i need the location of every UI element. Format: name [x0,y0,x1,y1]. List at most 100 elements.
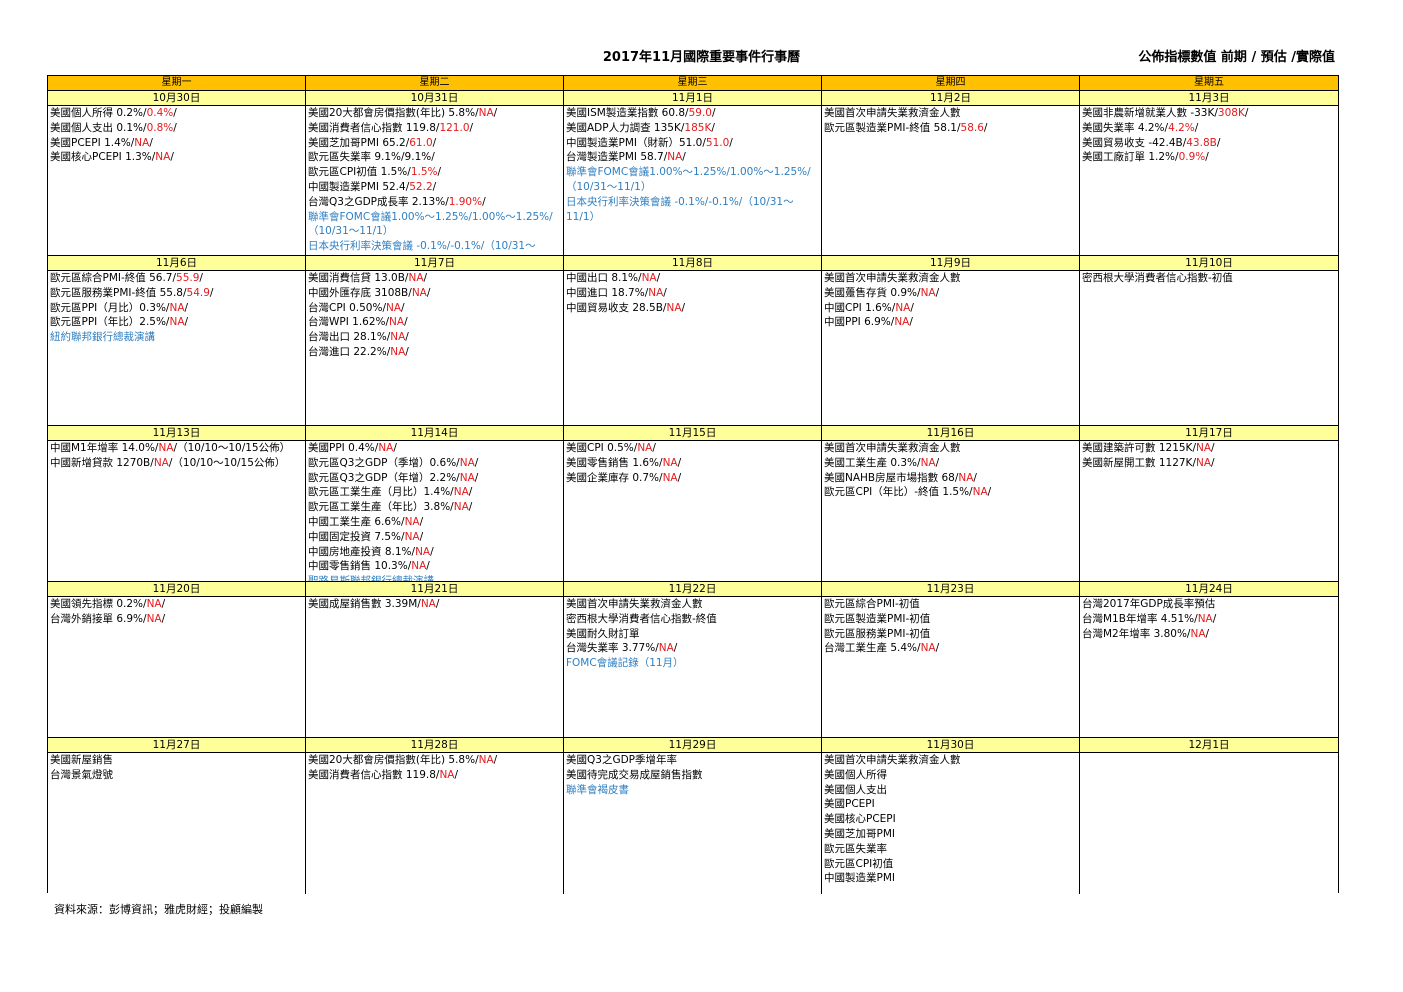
weekday-header: 星期五 [1080,76,1338,91]
indicator-text: / [404,316,408,329]
event-line: 歐元區服務業PMI-初值 [824,627,1078,642]
indicator-text: 美國領先指標 0.2%/ [50,598,147,610]
indicator-text: / [983,121,988,134]
event-line: 美國NAHB房屋市場指數 68/NA/ [824,471,1078,486]
indicator-text: 歐元區CPI（年比）-終值 1.5%/ [824,486,973,499]
indicator-text: 密西根大學消費者信心指數-初值 [1082,272,1233,284]
day-cell: 美國ISM製造業指數 60.8/59.0/美國ADP人力調查 135K/185K… [564,106,822,256]
indicator-text: 中國零售銷售 10.3%/ [308,560,412,573]
event-line: 台灣出口 28.1%/NA/ [308,330,562,345]
event-line: 美國CPI 0.5%/NA/ [566,441,820,456]
indicator-text: / [1244,107,1249,119]
event-text: 日本央行利率決策會議 -0.1%/-0.1%/（10/31～ [566,195,794,208]
indicator-text: / [173,107,177,119]
indicator-text: 中國M1年增率 14.0%/ [50,442,159,454]
event-line: 歐元區服務業PMI-終值 55.8/54.9/ [50,286,304,301]
event-text: 聖路易斯聯邦銀行總裁演講 [308,575,434,582]
date-header: 11月8日 [564,256,822,271]
date-header: 11月21日 [306,582,564,597]
indicator-text: 美國個人支出 0.1%/ [50,121,147,134]
indicator-text: 中國固定投資 7.5%/ [308,530,405,543]
indicator-text: 美國個人所得 [824,768,887,781]
actual-value: 0.8% [146,121,174,134]
indicator-text: / [419,515,424,528]
actual-value: 54.9 [186,286,210,299]
indicator-text: 歐元區失業率 9.1%/9.1%/ [308,151,435,164]
actual-value: NA [920,642,936,655]
indicator-text: / [170,151,174,164]
event-line: 台灣外銷接單 6.9%/NA/ [50,612,304,627]
event-line: 歐元區PPI（月比）0.3%/NA/ [50,301,304,316]
event-line: 台灣景氣燈號 [50,768,304,783]
actual-value: NA [453,486,469,499]
event-line: 中國製造業PMI（財新）51.0/51.0/ [566,136,820,151]
day-cell: 台灣2017年GDP成長率預估台灣M1B年增率 4.51%/NA/台灣M2年增率… [1080,597,1338,738]
day-cell: 美國新屋銷售台灣景氣燈號 [48,753,306,894]
indicator-text: 台灣工業生產 5.4%/ [824,642,921,655]
indicator-text: 美國20大都會房價指數(年比) 5.8%/ [308,754,479,766]
indicator-text: / [673,642,678,655]
indicator-text: 美國耐久財訂單 [566,627,640,640]
event-line: FOMC會議記錄（11月） [566,656,820,671]
indicator-text: / [468,501,473,514]
event-line: 中國工業生產 6.6%/NA/ [308,515,562,530]
event-line: 台灣失業率 3.77%/NA/ [566,641,820,656]
event-line: 台灣製造業PMI 58.7/NA/ [566,150,820,165]
event-line: 歐元區CPI初值 1.5%/1.5%/ [308,165,562,180]
indicator-text: 台灣進口 22.2%/ [308,345,391,358]
date-header: 11月2日 [822,91,1080,106]
indicator-text: / [910,301,914,314]
weekday-header: 星期二 [306,76,564,91]
indicator-text: / [681,301,686,314]
event-line: 美國失業率 4.2%/4.2%/ [1082,121,1337,136]
actual-value: NA [972,486,988,499]
day-cell: 中國出口 8.1%/NA/中國進口 18.7%/NA/中國貿易收支 28.5B/… [564,271,822,426]
indicator-text: 中國貿易收支 28.5B/ [566,301,667,314]
indicator-text: / [432,136,437,149]
event-line: 歐元區工業生產（月比）1.4%/NA/ [308,485,562,500]
event-line: 台灣工業生產 5.4%/NA/ [824,641,1078,656]
event-line: 美國芝加哥PMI 65.2/61.0/ [308,136,562,151]
indicator-text: / [426,560,430,573]
event-line: 聯準會FOMC會議1.00%～1.25%/1.00%～1.25%/ [566,165,820,180]
day-cell: 歐元區綜合PMI-初值歐元區製造業PMI-初值歐元區服務業PMI-初值台灣工業生… [822,597,1080,738]
indicator-text: 台灣M1B年增率 4.51%/ [1082,612,1198,625]
actual-value: NA [411,560,427,573]
event-line: 台灣Q3之GDP成長率 2.13%/1.90%/ [308,195,562,210]
day-cell: 密西根大學消費者信心指數-初值 [1080,271,1338,426]
actual-value: 0.4% [146,107,174,119]
indicator-text: 中國製造業PMI 52.4/ [308,180,410,193]
actual-value: NA [1195,442,1212,454]
actual-value: NA [1197,612,1213,625]
indicator-text: 歐元區PPI（年比）2.5%/ [50,316,170,329]
day-cell: 美國成屋銷售數 3.39M/NA/ [306,597,564,738]
event-line: 台灣2017年GDP成長率預估 [1082,597,1337,612]
event-line: 美國躉售存貨 0.9%/NA/ [824,286,1078,301]
actual-value: NA [958,471,974,484]
indicator-text: / [663,286,667,299]
indicator-text: 美國PCEPI [824,798,875,811]
date-header: 11月13日 [48,426,306,441]
event-line: 台灣M2年增率 3.80%/NA/ [1082,627,1337,642]
event-line: 日本央行利率決策會議 -0.1%/-0.1%/（10/31～ [308,239,562,254]
event-line: 中國M1年增率 14.0%/NA/（10/10～10/15公佈） [50,441,304,456]
event-line: 美國消費信貸 13.0B/NA/ [308,271,562,286]
date-header: 11月3日 [1080,91,1338,106]
date-header: 11月16日 [822,426,1080,441]
event-line: 美國PCEPI [824,797,1078,812]
indicator-text: 美國PCEPI 1.4%/ [50,136,135,149]
event-line: 美國待完成交易成屋銷售指數 [566,768,820,783]
event-line: 聯準會FOMC會議1.00%～1.25%/1.00%～1.25%/ [308,210,562,225]
indicator-text: 美國零售銷售 1.6%/ [566,456,663,469]
event-line: 美國20大都會房價指數(年比) 5.8%/NA/ [308,753,562,768]
event-line: 密西根大學消費者信心指數-初值 [1082,271,1337,286]
actual-value: 185K [684,121,712,134]
event-line: 歐元區製造業PMI-初值 [824,612,1078,627]
indicator-text: 美國芝加哥PMI [824,827,895,840]
date-header: 11月7日 [306,256,564,271]
actual-value: NA [404,515,420,528]
indicator-text: 台灣M2年增率 3.80%/ [1082,627,1191,640]
indicator-text: 美國個人所得 0.2%/ [50,107,147,119]
indicator-text: / [493,107,498,119]
